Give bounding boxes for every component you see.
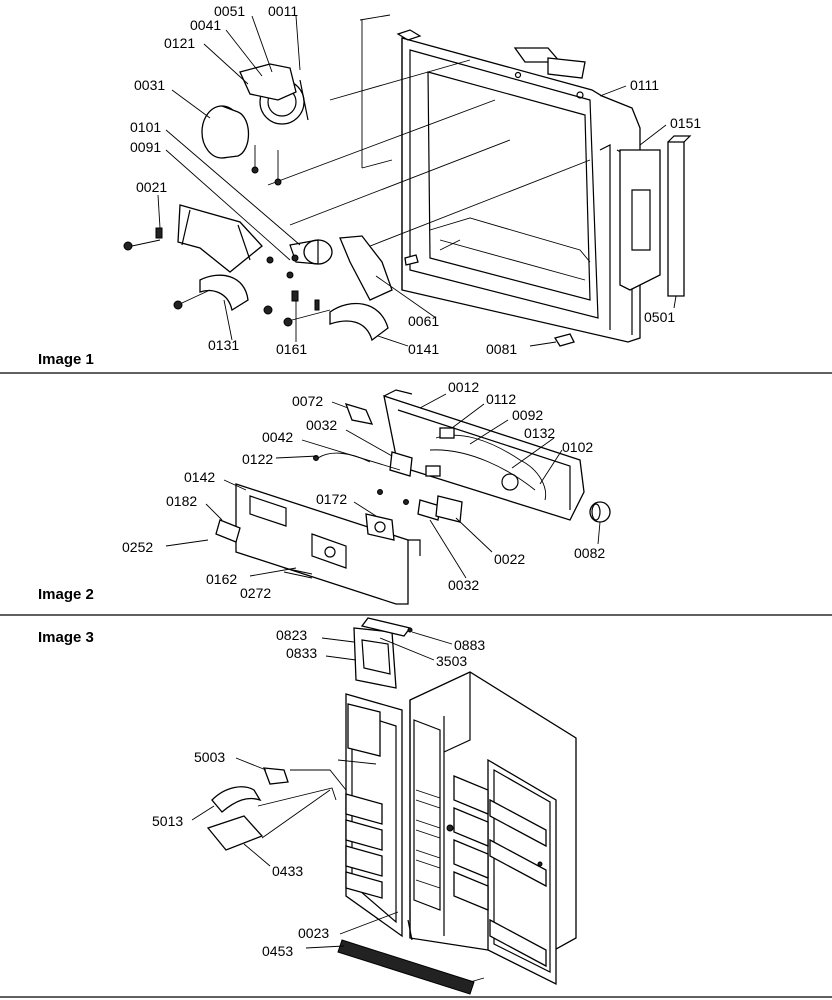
gasket-strip xyxy=(667,141,685,297)
callout-label: 0883 xyxy=(454,637,485,653)
image-title: Image 3 xyxy=(38,629,94,646)
drip-tray xyxy=(206,815,264,851)
callout-label: 0102 xyxy=(562,439,593,455)
callout-label: 0162 xyxy=(206,571,237,587)
callout-label: 0022 xyxy=(494,551,525,567)
callout-label: 0833 xyxy=(286,645,317,661)
callout-label: 0182 xyxy=(166,493,197,509)
callout-label: 0121 xyxy=(164,35,195,51)
callout-label: 0061 xyxy=(408,313,439,329)
image-title: Image 1 xyxy=(38,351,94,368)
callout-label: 0041 xyxy=(190,17,221,33)
callout-label: 0082 xyxy=(574,545,605,561)
callout-label: 0132 xyxy=(524,425,555,441)
callout-label: 0433 xyxy=(272,863,303,879)
callout-label: 0011 xyxy=(268,3,298,19)
callout-label: 3503 xyxy=(436,653,467,669)
callout-label: 0032 xyxy=(448,577,479,593)
callout-label: 0131 xyxy=(208,337,239,353)
callout-label: 0023 xyxy=(298,925,329,941)
callout-label: 0111 xyxy=(630,77,659,93)
callout-label: 0151 xyxy=(670,115,701,131)
callout-label: 0161 xyxy=(276,341,307,357)
callout-label: 0501 xyxy=(644,309,675,325)
callout-label: 0012 xyxy=(448,379,479,395)
callout-label: 0823 xyxy=(276,627,307,643)
callout-label: 0042 xyxy=(262,429,293,445)
callout-label: 0252 xyxy=(122,539,153,555)
image-1-drawing: 0051 0011 0041 0121 0031 0111 0151 0101 … xyxy=(38,3,701,368)
callout-label: 0021 xyxy=(136,179,167,195)
image-title: Image 2 xyxy=(38,586,94,603)
housing-frame xyxy=(401,37,641,343)
callout-label: 0091 xyxy=(130,139,161,155)
image-2-drawing: 0072 0012 0112 0092 0032 0042 0132 0122 … xyxy=(38,379,611,605)
dispenser-panel xyxy=(353,627,397,689)
callout-label: 5003 xyxy=(194,749,225,765)
callout-label: 0092 xyxy=(512,407,543,423)
callout-label: 0453 xyxy=(262,943,293,959)
image-3-drawing: 0823 0883 0833 3503 5003 5013 0433 0023 … xyxy=(38,617,577,995)
callout-label: 0101 xyxy=(130,119,161,135)
capacitor xyxy=(344,403,374,425)
callout-label: 5013 xyxy=(152,813,183,829)
callout-label: 0072 xyxy=(292,393,323,409)
callout-label: 0141 xyxy=(408,341,439,357)
callout-label: 0031 xyxy=(134,77,165,93)
callout-label: 0172 xyxy=(316,491,347,507)
callout-label: 0142 xyxy=(184,469,215,485)
callout-label: 0032 xyxy=(306,417,337,433)
callout-label: 0112 xyxy=(486,391,516,407)
toe-grille xyxy=(337,939,475,995)
callout-label: 0122 xyxy=(242,451,273,467)
callout-label: 0272 xyxy=(240,585,271,601)
callout-label: 0081 xyxy=(486,341,517,357)
callout-label: 0051 xyxy=(214,3,245,19)
